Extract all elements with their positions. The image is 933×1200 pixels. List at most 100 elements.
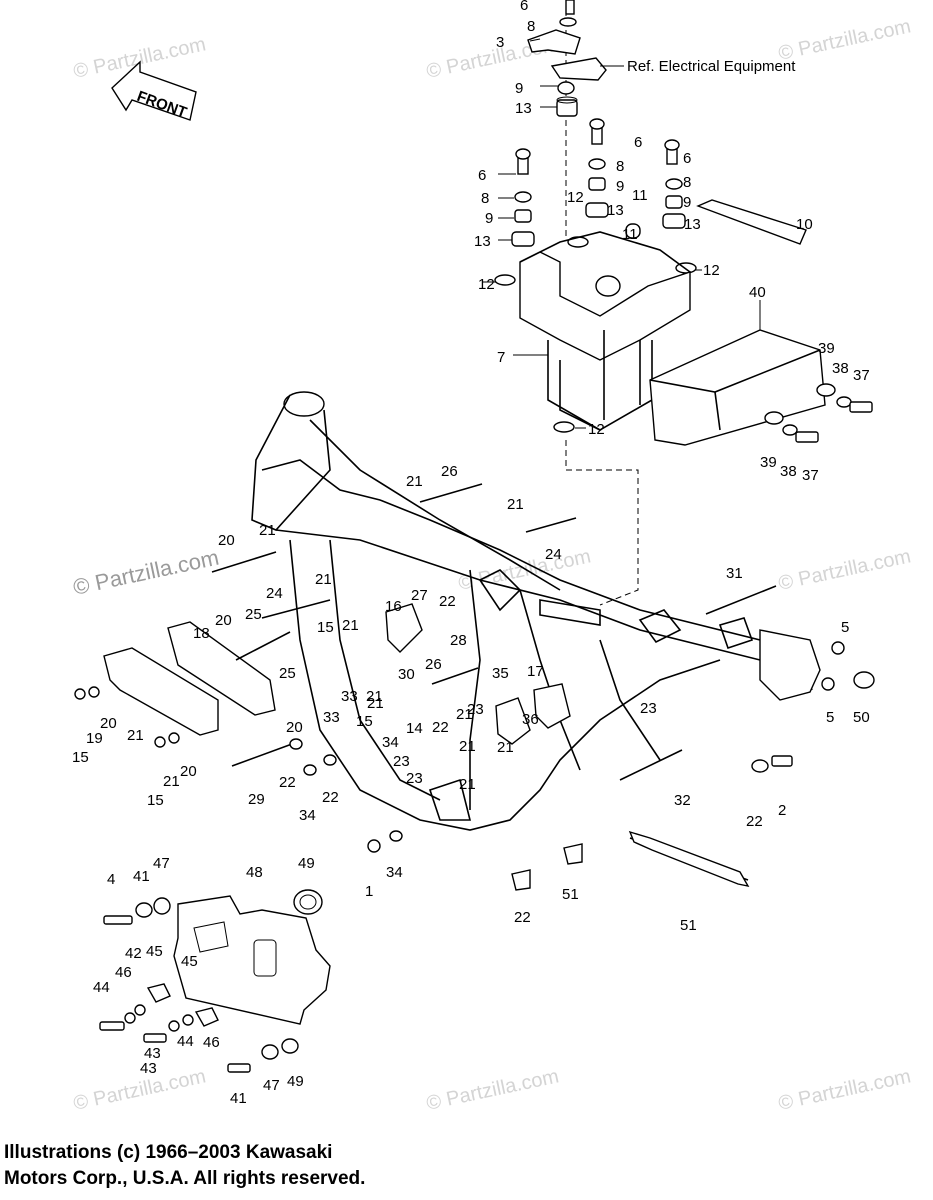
watermark-prominent: © Partzilla.com <box>71 545 221 600</box>
motorcycle-frame <box>251 391 821 831</box>
callout-number: 34 <box>382 734 399 751</box>
small-fasteners <box>74 641 875 891</box>
battery-box <box>519 231 691 431</box>
callout-number: 15 <box>356 713 373 730</box>
copyright-line-1: Illustrations (c) 1966–2003 Kawasaki <box>4 1142 333 1163</box>
callout-number: 42 <box>125 945 142 962</box>
callout-number: 29 <box>248 791 265 808</box>
battery-box-fasteners <box>494 118 697 433</box>
callout-number: 22 <box>322 789 339 806</box>
callout-number: 9 <box>683 194 691 211</box>
top-bracket-parts <box>527 0 607 117</box>
callout-number: 39 <box>760 454 777 471</box>
callout-number: 8 <box>481 190 489 207</box>
callout-number: 36 <box>522 711 539 728</box>
callout-number: 26 <box>425 656 442 673</box>
callout-number: 13 <box>515 100 532 117</box>
callout-number: 24 <box>266 585 283 602</box>
callout-number: 51 <box>680 917 697 934</box>
callout-number: 22 <box>279 774 296 791</box>
callout-number: 22 <box>746 813 763 830</box>
callout-number: 33 <box>341 688 358 705</box>
callout-number: 20 <box>286 719 303 736</box>
callout-number: 21 <box>497 739 514 756</box>
callout-number: 21 <box>366 688 383 705</box>
callout-number: 34 <box>299 807 316 824</box>
callout-number: 22 <box>514 909 531 926</box>
callout-number: 12 <box>567 189 584 206</box>
callout-number: 32 <box>674 792 691 809</box>
callout-number: 20 <box>215 612 232 629</box>
callout-number: 50 <box>853 709 870 726</box>
callout-number: 1 <box>365 883 373 900</box>
callout-number: 49 <box>287 1073 304 1090</box>
callout-number: 21 <box>342 617 359 634</box>
callout-number: 13 <box>607 202 624 219</box>
copyright-notice: Illustrations (c) 1966–2003 Kawasaki Mot… <box>4 1140 365 1192</box>
callout-number: 37 <box>853 367 870 384</box>
callout-number: 43 <box>140 1060 157 1077</box>
callout-number: 39 <box>818 340 835 357</box>
callout-number: 47 <box>263 1077 280 1094</box>
callout-number: 38 <box>780 463 797 480</box>
callout-number: 40 <box>749 284 766 301</box>
callout-number: 44 <box>93 979 110 996</box>
callout-number: 47 <box>153 855 170 872</box>
callout-number: 21 <box>507 496 524 513</box>
ref-electrical-equipment-label: Ref. Electrical Equipment <box>627 58 796 75</box>
callout-number: 51 <box>562 886 579 903</box>
callout-number: 21 <box>259 522 276 539</box>
callout-number: 14 <box>406 720 423 737</box>
watermark: © Partzilla.com <box>456 545 592 595</box>
engine-mount-brackets <box>103 603 571 745</box>
callout-number: 25 <box>245 606 262 623</box>
callout-number: 19 <box>86 730 103 747</box>
callout-number: 24 <box>545 546 562 563</box>
callout-number: 20 <box>180 763 197 780</box>
callout-number: 3 <box>496 34 504 51</box>
callout-number: 12 <box>703 262 720 279</box>
callout-number: 9 <box>485 210 493 227</box>
callout-number: 22 <box>439 593 456 610</box>
callout-number: 35 <box>492 665 509 682</box>
callout-number: 13 <box>684 216 701 233</box>
callout-number: 12 <box>478 276 495 293</box>
callout-number: 21 <box>315 571 332 588</box>
watermark: © Partzilla.com <box>776 15 912 65</box>
callout-number: 12 <box>588 421 605 438</box>
long-bolts <box>211 483 777 887</box>
callout-number: 8 <box>527 18 535 35</box>
callout-number: 37 <box>802 467 819 484</box>
lower-plate-assembly <box>99 889 331 1073</box>
callout-number: 15 <box>72 749 89 766</box>
callout-number: 17 <box>527 663 544 680</box>
callout-number: 44 <box>177 1033 194 1050</box>
copyright-line-2: Motors Corp., U.S.A. All rights reserved… <box>4 1168 366 1189</box>
callout-number: 34 <box>386 864 403 881</box>
callout-number: 8 <box>616 158 624 175</box>
leader-lines <box>482 38 761 429</box>
callout-number: 27 <box>411 587 428 604</box>
battery-strap <box>696 199 807 245</box>
watermark: © Partzilla.com <box>424 1065 560 1115</box>
callout-number: 21 <box>459 738 476 755</box>
callout-number: 20 <box>100 715 117 732</box>
callout-number: 9 <box>515 80 523 97</box>
watermark: © Partzilla.com <box>776 545 912 595</box>
callout-number: 46 <box>203 1034 220 1051</box>
callout-number: 45 <box>146 943 163 960</box>
callout-number: 6 <box>520 0 528 14</box>
callout-number: 38 <box>832 360 849 377</box>
callout-number: 28 <box>450 632 467 649</box>
callout-number: 30 <box>398 666 415 683</box>
callout-number: 48 <box>246 864 263 881</box>
callout-number: 33 <box>323 709 340 726</box>
callout-number: 22 <box>432 719 449 736</box>
callout-number: 23 <box>640 700 657 717</box>
callout-number: 9 <box>616 178 624 195</box>
callout-number: 6 <box>683 150 691 167</box>
callout-number: 6 <box>478 167 486 184</box>
callout-number: 31 <box>726 565 743 582</box>
